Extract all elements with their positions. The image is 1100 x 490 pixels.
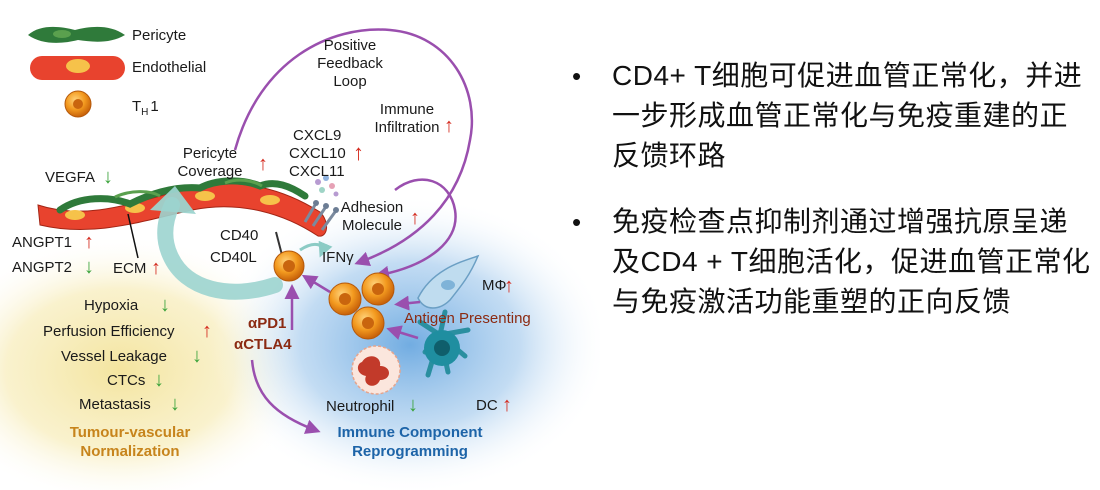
immune-zone	[210, 195, 600, 490]
cd40-label: CD40	[220, 227, 258, 244]
pericyte-coverage-up-arrow: ↑	[258, 153, 268, 175]
macrophage-up-arrow: ↑	[504, 275, 514, 297]
teal-normalization-arrow	[157, 197, 283, 300]
svg-text:Positive: Positive	[324, 37, 377, 54]
angpt1-up-arrow: ↑	[84, 231, 94, 253]
bullet-dot: •	[572, 61, 582, 91]
legend-label-endothelial: Endothelial	[132, 59, 206, 76]
bullet-text: 免疫检查点抑制剂通过增强抗原呈递及CD4 + T细胞活化，促进血管正常化与免疫激…	[612, 206, 1091, 317]
tcells-to-th1-arrow	[301, 274, 331, 294]
perfusion-up-arrow: ↑	[202, 320, 212, 342]
ctcs-down-arrow: ↓	[154, 369, 164, 391]
adhesion-arrow	[374, 178, 457, 281]
antigen-presenting-label: Antigen Presenting	[404, 310, 531, 327]
ifng-label: IFNγ	[322, 249, 354, 266]
leakage-label: Vessel Leakage	[61, 348, 167, 365]
svg-text:Coverage: Coverage	[177, 163, 242, 180]
svg-text:CXCL10: CXCL10	[289, 145, 346, 162]
bullet-item: • 免疫检查点抑制剂通过增强抗原呈递及CD4 + T细胞活化，促进血管正常化与免…	[572, 202, 1092, 322]
svg-text:CXCL11: CXCL11	[289, 163, 345, 180]
feedback-loop-arrow	[233, 28, 474, 266]
vegfa-down-arrow: ↓	[103, 166, 113, 188]
ctcs-label: CTCs	[107, 372, 145, 389]
dc-up-arrow: ↑	[502, 394, 512, 416]
leakage-down-arrow: ↓	[192, 345, 202, 367]
apd1-label: αPD1	[248, 315, 286, 332]
bullet-dot: •	[572, 207, 582, 237]
hypoxia-label: Hypoxia	[84, 297, 139, 314]
chemokine-dots	[315, 175, 339, 197]
svg-text:Reprogramming: Reprogramming	[352, 443, 468, 460]
ecm-pointer	[127, 213, 139, 259]
svg-text:Molecule: Molecule	[342, 217, 402, 234]
legend-label-pericyte: Pericyte	[132, 27, 186, 44]
bullet-item: • CD4+ T细胞可促进血管正常化，并进一步形成血管正常化与免疫重建的正反馈环…	[572, 56, 1092, 176]
svg-text:Loop: Loop	[333, 73, 366, 90]
immune-component-reprogramming-title: Immune Component	[338, 424, 483, 441]
cd40l-label: CD40L	[210, 249, 257, 266]
ecm-label: ECM	[113, 260, 146, 277]
cxcl-label: CXCL9	[293, 127, 341, 144]
bullet-list: • CD4+ T细胞可促进血管正常化，并进一步形成血管正常化与免疫重建的正反馈环…	[572, 56, 1092, 348]
ecm-up-arrow: ↑	[151, 257, 161, 279]
immune-infiltration-up-arrow: ↑	[444, 115, 454, 137]
metastasis-label: Metastasis	[79, 396, 151, 413]
central-th1-cell	[273, 250, 305, 282]
drug-to-reprogramming-arrow	[250, 359, 321, 434]
svg-text:Normalization: Normalization	[80, 443, 179, 460]
hypoxia-down-arrow: ↓	[160, 294, 170, 316]
dendritic-cell-icon	[417, 309, 471, 378]
tumour-vascular-normalization-title: Tumour-vascular	[70, 424, 191, 441]
cxcl-up-arrow: ↑	[353, 140, 364, 165]
angpt2-down-arrow: ↓	[84, 256, 94, 278]
bullet-text: CD4+ T细胞可促进血管正常化，并进一步形成血管正常化与免疫重建的正反馈环路	[612, 60, 1083, 171]
angpt2-label: ANGPT2	[12, 259, 72, 276]
macrophage-label: MΦ	[482, 277, 506, 294]
th1-cell-cluster	[328, 272, 395, 340]
endothelial-cell-icon	[30, 56, 125, 80]
actla4-label: αCTLA4	[234, 336, 292, 353]
th1-cell-icon	[64, 90, 92, 118]
adhesion-up-arrow: ↑	[410, 207, 420, 229]
neutrophil-label: Neutrophil	[326, 398, 394, 415]
perfusion-label: Perfusion Efficiency	[43, 323, 175, 340]
metastasis-down-arrow: ↓	[170, 393, 180, 415]
pericyte-coverage-label: Pericyte	[183, 145, 237, 162]
adhesion-molecule-icon	[303, 200, 339, 231]
immune-infiltration-label: Immune	[380, 101, 434, 118]
pericyte-icon	[28, 26, 125, 43]
vegfa-label: VEGFA	[45, 169, 95, 186]
adhesion-molecule-label: Adhesion	[341, 199, 404, 216]
angpt1-label: ANGPT1	[12, 234, 72, 251]
macrophage-arrow	[394, 295, 421, 311]
svg-text:Feedback: Feedback	[317, 55, 383, 72]
dc-label: DC	[476, 397, 498, 414]
macrophage-icon	[417, 254, 480, 309]
dc-arrow	[386, 325, 419, 340]
ifng-arrow	[299, 240, 333, 258]
feedback-loop-label: Positive Feedback Loop	[317, 37, 383, 90]
neutrophil-down-arrow: ↓	[408, 394, 418, 416]
svg-text:Infiltration: Infiltration	[374, 119, 439, 136]
neutrophil-icon	[351, 345, 401, 395]
